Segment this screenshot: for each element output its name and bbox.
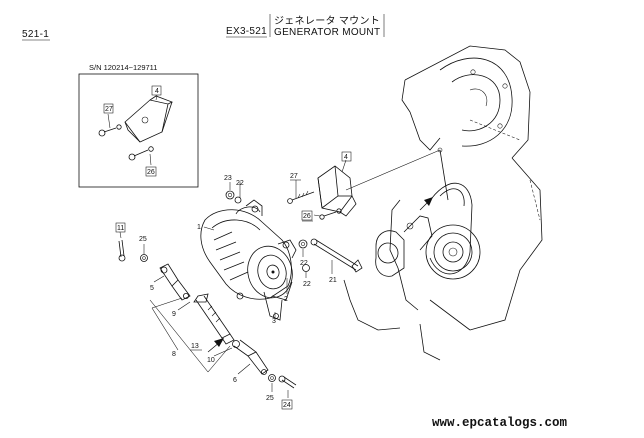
section-code: EX3-521 [226, 26, 267, 37]
callout-4: 4 [344, 154, 348, 161]
callout-21: 21 [329, 277, 337, 284]
callout-10: 10 [207, 357, 215, 364]
website-link[interactable]: www.epcatalogs.com [432, 416, 568, 430]
callout-1: 1 [197, 224, 201, 231]
callout-5: 5 [150, 285, 154, 292]
callout-24: 24 [283, 402, 291, 409]
callout-23: 23 [224, 175, 232, 182]
callout-27: 27 [290, 173, 298, 180]
serial-inset: S/N 120214~129711 27 4 26 [78, 63, 199, 188]
callout-22-lower: 22 [303, 281, 311, 288]
page-ref: 521-1 [22, 29, 49, 40]
callout-26-inset: 26 [147, 169, 155, 176]
callout-25-top: 25 [139, 236, 147, 243]
callout-8: 8 [172, 351, 176, 358]
callout-6: 6 [233, 377, 237, 384]
callout-13: 13 [191, 343, 199, 350]
callout-25-bottom: 25 [266, 395, 274, 402]
bracket-4: 4 27 26 [287, 151, 357, 222]
callout-9: 9 [172, 311, 176, 318]
engine-block [343, 45, 543, 361]
callout-22-right: 22 [300, 260, 308, 267]
callout-26: 26 [303, 213, 311, 220]
callout-4-inset: 4 [155, 88, 159, 95]
callout-2: 2 [284, 296, 288, 303]
generator-1: 23 22 1 2 3 22 22 21 [197, 175, 363, 325]
callout-3: 3 [272, 318, 276, 325]
serial-range-label: S/N 120214~129711 [89, 63, 157, 72]
adjusting-link-assembly: 11 25 5 9 13 10 6 [115, 222, 297, 410]
title-japanese: ジェネレータ マウント [274, 15, 380, 27]
callout-27-inset: 27 [105, 106, 113, 113]
callout-22-top: 22 [236, 180, 244, 187]
callout-11: 11 [117, 225, 124, 232]
title-english: GENERATOR MOUNT [274, 27, 380, 38]
